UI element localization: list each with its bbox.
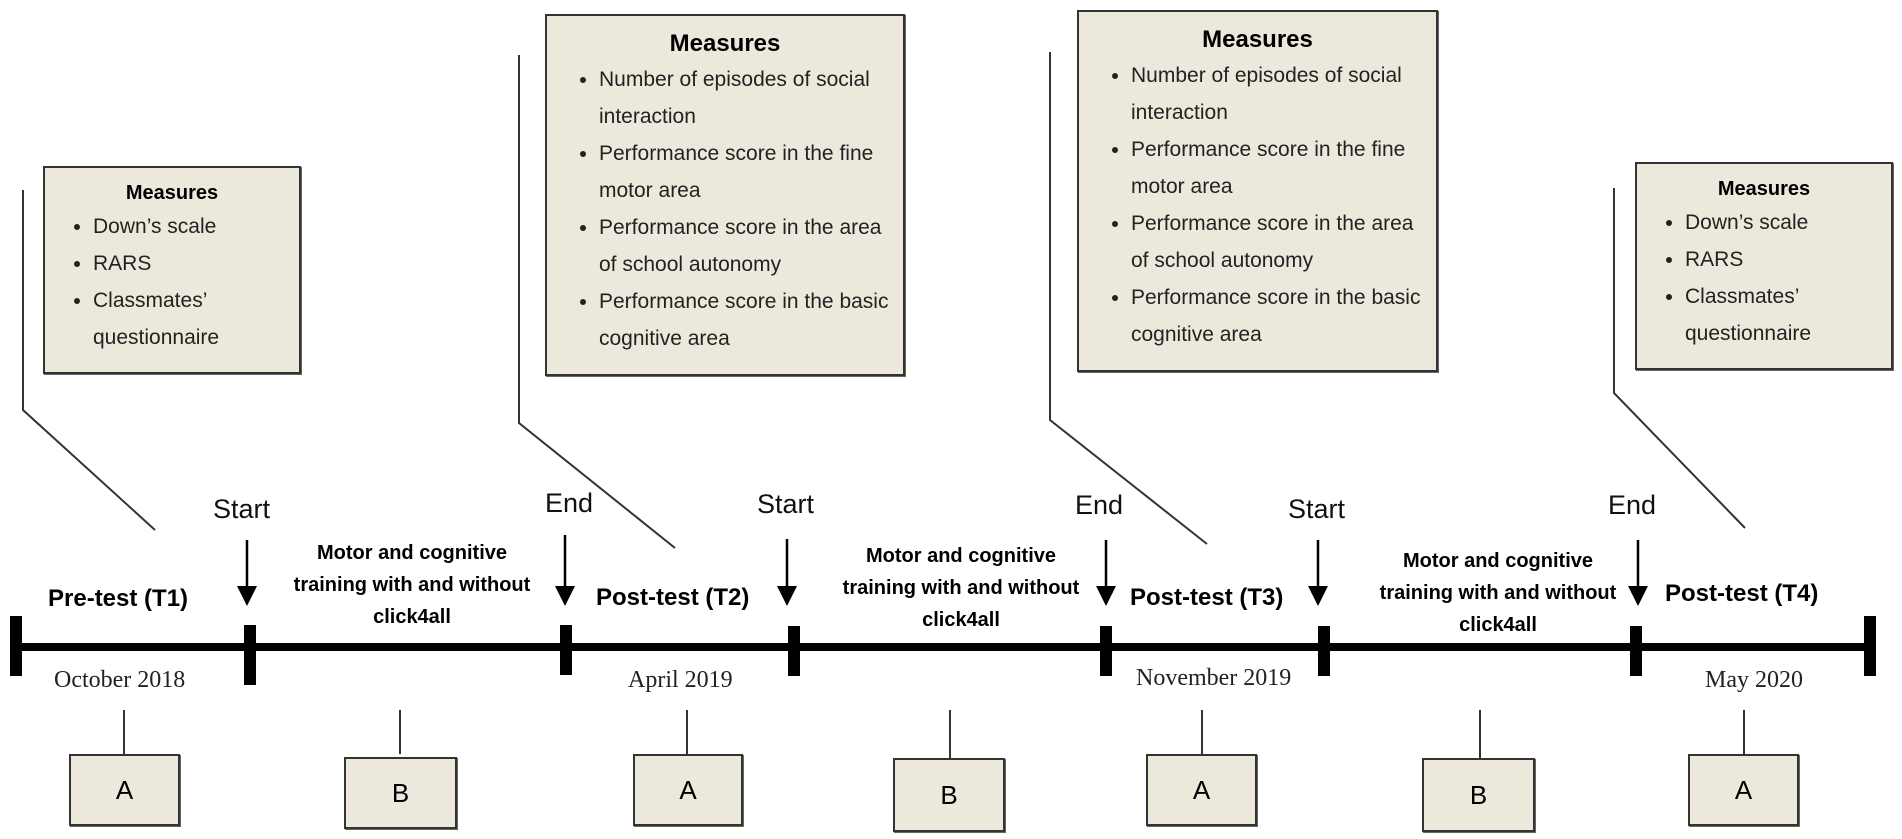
phase-label-t4: Post-test (T4): [1665, 580, 1819, 607]
condition-box-a: A: [1146, 754, 1257, 826]
end-label-2: End: [1075, 490, 1124, 520]
measures-title: Measures: [669, 30, 781, 57]
arrowhead: [237, 586, 257, 606]
arrowhead: [555, 586, 575, 606]
callout-line-t2: [518, 55, 676, 549]
measure-item: Performance score in the basic cognitive…: [1131, 279, 1436, 353]
measures-title: Measures: [1717, 178, 1811, 200]
measure-item: Number of episodes of social interaction: [599, 61, 903, 135]
measures-list: Down’s scale RARS Classmates’ questionna…: [45, 208, 299, 356]
date-label-t2: April 2019: [628, 667, 733, 693]
callout-line-t1: [22, 190, 156, 531]
timeline-tick: [1630, 626, 1642, 676]
date-label-t3: November 2019: [1136, 665, 1292, 691]
phase-label-t2: Post-test (T2): [596, 584, 750, 611]
measures-list: Down’s scale RARS Classmates’ questionna…: [1637, 204, 1891, 352]
timeline-tick: [244, 625, 256, 685]
training-label-2: Motor and cognitive training with and wi…: [842, 545, 1080, 631]
date-label-t4: May 2020: [1705, 667, 1803, 693]
measure-item: Performance score in the area of school …: [599, 209, 903, 283]
measure-item: Classmates’ questionnaire: [93, 282, 299, 356]
timeline-tick: [560, 625, 572, 675]
phase-label-t3: Post-test (T3): [1130, 584, 1284, 611]
start-label-1: Start: [213, 494, 271, 524]
timeline-tick: [1864, 616, 1876, 676]
end-label-1: End: [545, 488, 594, 518]
callout-line-t3: [1049, 52, 1208, 545]
measures-box-t2: Measures Number of episodes of social in…: [545, 14, 905, 376]
arrowhead: [1096, 586, 1116, 606]
measure-item: Performance score in the basic cognitive…: [599, 283, 903, 357]
arrowhead: [777, 586, 797, 606]
arrowhead: [1628, 586, 1648, 606]
start-label-3: Start: [1288, 494, 1346, 524]
measures-box-t1: Measures Down’s scale RARS Classmates’ q…: [43, 166, 301, 374]
arrowhead: [1308, 586, 1328, 606]
measure-item: Performance score in the fine motor area: [599, 135, 903, 209]
measures-list: Number of episodes of social interaction…: [547, 61, 903, 357]
timeline-tick: [1100, 626, 1112, 676]
end-label-3: End: [1608, 490, 1657, 520]
callout-line-t4: [1613, 188, 1746, 529]
measures-box-t3: Measures Number of episodes of social in…: [1077, 10, 1438, 372]
training-label-1: Motor and cognitive training with and wi…: [293, 542, 531, 628]
timeline-tick: [1318, 626, 1330, 676]
condition-box-a: A: [69, 754, 180, 826]
training-label-3: Motor and cognitive training with and wi…: [1379, 550, 1617, 636]
measures-list: Number of episodes of social interaction…: [1079, 57, 1436, 353]
condition-box-b: B: [1422, 758, 1535, 832]
date-label-t1: October 2018: [54, 667, 186, 693]
timeline-tick: [788, 626, 800, 676]
measure-item: Down’s scale: [1685, 204, 1891, 241]
condition-box-a: A: [633, 754, 743, 826]
start-label-2: Start: [757, 489, 815, 519]
condition-box-b: B: [344, 757, 457, 829]
condition-box-a: A: [1688, 754, 1799, 826]
timeline-tick: [10, 616, 22, 676]
condition-box-b: B: [893, 758, 1005, 832]
measures-title: Measures: [1202, 26, 1313, 53]
measure-item: RARS: [1685, 241, 1891, 278]
measure-item: RARS: [93, 245, 299, 282]
measures-box-t4: Measures Down’s scale RARS Classmates’ q…: [1635, 162, 1893, 370]
measure-item: Performance score in the area of school …: [1131, 205, 1436, 279]
measure-item: Classmates’ questionnaire: [1685, 278, 1891, 352]
measure-item: Performance score in the fine motor area: [1131, 131, 1436, 205]
measure-item: Down’s scale: [93, 208, 299, 245]
measures-title: Measures: [125, 182, 219, 204]
measure-item: Number of episodes of social interaction: [1131, 57, 1436, 131]
phase-label-t1: Pre-test (T1): [48, 585, 189, 612]
